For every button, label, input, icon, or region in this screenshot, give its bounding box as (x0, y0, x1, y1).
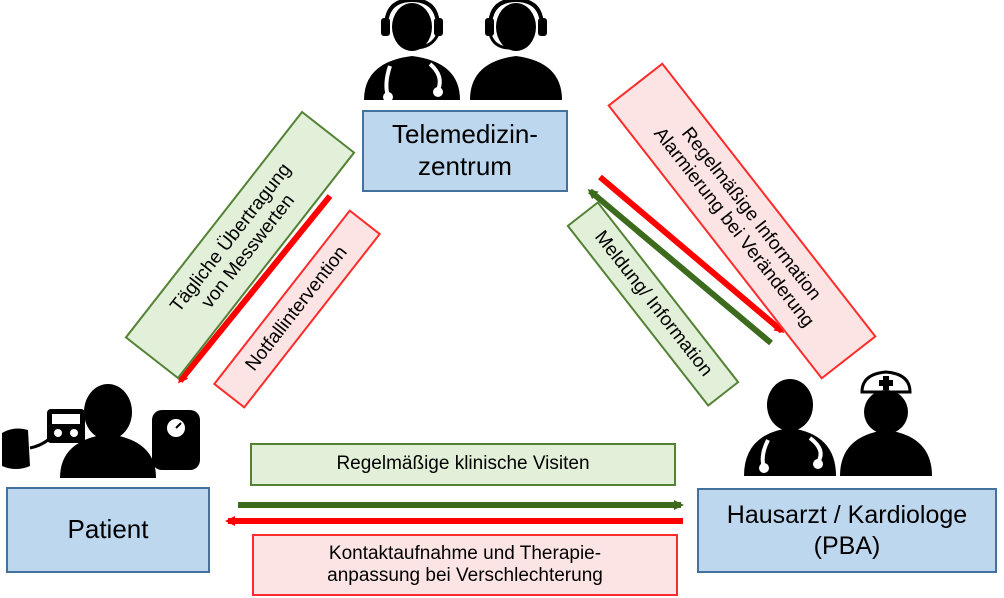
telemedicine-center-label: Telemedizin- zentrum (392, 119, 538, 181)
regular-visits-text: Regelmäßige klinische Visiten (336, 453, 590, 475)
arrow-physician-to-center (587, 188, 773, 346)
arrow-center-to-physician (598, 174, 785, 334)
doctor-headset-icon (364, 0, 460, 102)
scale-icon (152, 410, 200, 470)
person-headset-icon (470, 0, 562, 100)
patient-label: Patient (67, 514, 149, 545)
patient-node: Patient (6, 487, 210, 573)
contact-therapy-label: Kontaktaufnahme und Therapie- anpassung … (252, 534, 678, 596)
physician-node: Hausarzt / Kardiologe (PBA) (697, 488, 997, 573)
patient-person-icon (60, 384, 156, 478)
nurse-icon (840, 370, 932, 476)
physician-label: Hausarzt / Kardiologe (PBA) (726, 501, 968, 560)
arrow-center-to-patient (177, 194, 333, 384)
contact-therapy-text: Kontaktaufnahme und Therapie- anpassung … (327, 542, 603, 586)
telemedicine-center-node: Telemedizin- zentrum (362, 110, 568, 192)
doctor-stethoscope-icon (744, 379, 836, 476)
blood-pressure-monitor-icon (2, 409, 85, 469)
regular-visits-label: Regelmäßige klinische Visiten (250, 443, 676, 486)
